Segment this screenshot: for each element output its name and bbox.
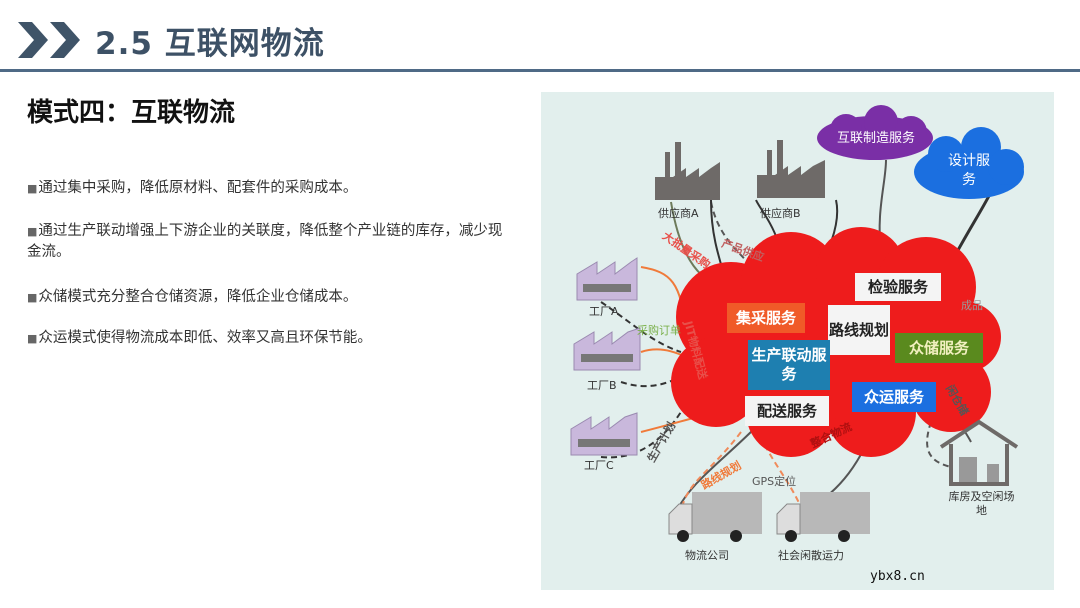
storage-service: 众储服务 [895,333,983,363]
delivery-service: 配送服务 [745,396,829,426]
transport-service: 众运服务 [852,382,936,412]
section-subtitle: 模式四：互联物流 [27,98,236,128]
flow-label: 成品 [961,299,983,312]
watermark: ybx8.cn [870,569,925,584]
warehouse-icon [939,419,1019,486]
supplier-b-label: 供应商B [760,207,801,220]
gps-label: GPS定位 [752,475,797,488]
factory-icon [757,140,825,198]
truck-label: 物流公司 [685,549,729,562]
design-cloud-label: 设计服务 [948,153,990,188]
inspection-service: 检验服务 [855,273,941,301]
diagram-graphics [570,105,1024,542]
procurement-service: 集采服务 [727,303,805,333]
bullet-item: ■通过集中采购，降低原材料、配套件的采购成本。 [27,180,358,196]
supplier-a-label: 供应商A [658,207,699,220]
truck-icon [668,492,762,542]
bullet-marker: ■ [27,225,38,238]
truck-label: 社会闲散运力 [778,549,844,562]
factory-icon [655,142,720,200]
double-chevron-right-icon [18,22,80,58]
bullet-item: ■通过生产联动增强上下游企业的关联度，降低整个产业链的库存，减少现金流。 [27,223,503,260]
bullet-item: ■众储模式充分整合仓储资源，降低企业仓储成本。 [27,289,358,305]
internet-logistics-diagram: 供应商A 供应商B 工厂A 工厂B 工厂C 互联制造服务 设计服务 集采服务 检… [541,92,1054,590]
bullet-marker: ■ [27,182,38,195]
page-title: 2.5 互联网物流 [95,26,325,62]
factory-c-label: 工厂C [584,459,614,472]
route-planning-service: 路线规划 [828,305,890,355]
bullet-marker: ■ [27,291,38,304]
warehouse-label: 库房及空闲场地 [948,490,1015,517]
factory-b-label: 工厂B [587,379,617,392]
manufacturing-cloud-label: 互联制造服务 [836,130,915,146]
bullet-marker: ■ [27,332,38,345]
header-divider [0,69,1080,72]
bullet-item: ■众运模式使得物流成本即低、效率又高且环保节能。 [27,330,372,346]
production-linkage-service: 生产联动服务 [748,340,830,390]
truck-icon [776,492,870,542]
flow-label: 采购订单 [637,324,681,337]
factory-a-label: 工厂A [589,305,619,318]
